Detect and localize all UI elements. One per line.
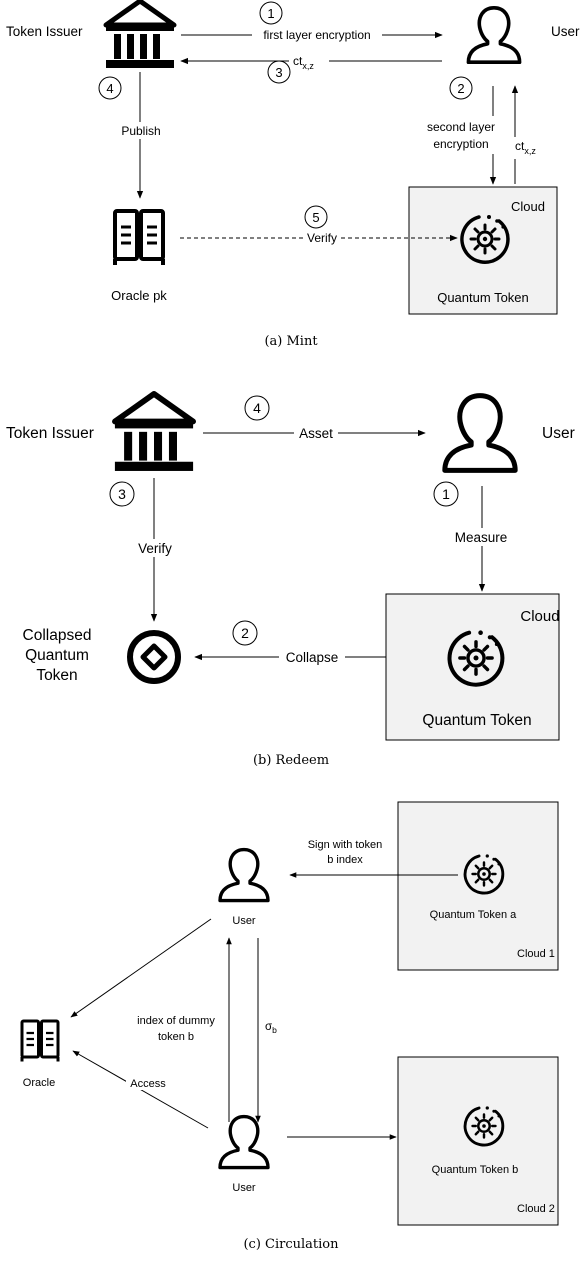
collapsed-label-2: Quantum bbox=[25, 647, 89, 664]
cloud-1-box bbox=[397, 801, 559, 971]
sigma-label: σb bbox=[265, 1021, 277, 1035]
collapsed-label-3: Token bbox=[36, 667, 77, 684]
quantum-token-label: Quantum Token bbox=[437, 290, 529, 305]
publish-label: Publish bbox=[121, 124, 160, 138]
user-bottom-icon bbox=[218, 1114, 270, 1170]
step-5-number: 5 bbox=[312, 210, 319, 225]
step-2-marker bbox=[449, 76, 473, 100]
step-2-number: 2 bbox=[457, 81, 464, 96]
verify-label: Verify bbox=[138, 541, 172, 556]
quantum-token-a-label: Quantum Token a bbox=[430, 909, 518, 921]
first-layer-label: first layer encryption bbox=[263, 28, 370, 42]
oracle-label: Oracle bbox=[23, 1077, 55, 1089]
collapse-label: Collapse bbox=[286, 650, 339, 665]
caption-mint: (a) Mint bbox=[264, 334, 318, 349]
step-1-marker bbox=[433, 481, 459, 507]
step-3-number: 3 bbox=[118, 486, 126, 502]
user-top-label: User bbox=[232, 915, 256, 927]
user-top-icon bbox=[218, 847, 270, 903]
step-1-marker bbox=[259, 1, 283, 25]
bank-icon bbox=[115, 394, 193, 471]
user-label: User bbox=[542, 425, 575, 442]
step-4-marker bbox=[98, 76, 122, 100]
verify-label: Verify bbox=[307, 231, 337, 245]
top-user-oracle-arrow bbox=[70, 918, 212, 1018]
sign-label-2: b index bbox=[327, 854, 363, 866]
quantum-token-b-label: Quantum Token b bbox=[432, 1164, 519, 1176]
step-5-marker bbox=[304, 205, 328, 229]
cloud-2-label: Cloud 2 bbox=[517, 1203, 555, 1215]
collapsed-label-1: Collapsed bbox=[23, 627, 92, 644]
oracle-icon bbox=[20, 1019, 60, 1063]
step-3-marker bbox=[267, 60, 291, 84]
token-issuer-label: Token Issuer bbox=[6, 425, 94, 442]
index-label-2: token b bbox=[158, 1031, 194, 1043]
user-bottom-label: User bbox=[232, 1182, 256, 1194]
index-label-1: index of dummy bbox=[137, 1015, 215, 1027]
measure-label: Measure bbox=[455, 530, 508, 545]
ct-label: ctx,z bbox=[293, 54, 314, 71]
step-3-number: 3 bbox=[275, 65, 282, 80]
user-label: User bbox=[551, 24, 580, 39]
step-2-marker bbox=[232, 620, 258, 646]
cloud-2-box bbox=[397, 1056, 559, 1226]
second-layer-label-2: encryption bbox=[433, 137, 488, 151]
step-4-number: 4 bbox=[253, 400, 261, 416]
asset-label: Asset bbox=[299, 426, 333, 441]
step-2-number: 2 bbox=[241, 625, 249, 641]
bank-icon bbox=[106, 1, 174, 68]
panel-mint: Cloud Quantum Token Token Issuer User fi… bbox=[6, 1, 580, 349]
step-3-marker bbox=[109, 481, 135, 507]
panel-redeem: Cloud Quantum Token Token Issuer User As… bbox=[6, 394, 575, 768]
token-issuer-label: Token Issuer bbox=[6, 24, 83, 39]
user-icon bbox=[445, 396, 515, 471]
step-4-number: 4 bbox=[106, 81, 113, 96]
cloud-box bbox=[408, 186, 558, 315]
caption-redeem: (b) Redeem bbox=[253, 753, 329, 768]
second-layer-label-1: second layer bbox=[427, 120, 495, 134]
user-icon bbox=[466, 6, 522, 65]
cloud-1-label: Cloud 1 bbox=[517, 948, 555, 960]
access-label: Access bbox=[130, 1078, 166, 1090]
collapsed-token-icon bbox=[130, 633, 178, 681]
caption-circulation: (c) Circulation bbox=[243, 1237, 339, 1252]
sign-label-1: Sign with token bbox=[308, 839, 383, 851]
ct-up-label: ctx,z bbox=[515, 139, 536, 156]
panel-circulation: Quantum Token a Cloud 1 Quantum Token b … bbox=[20, 801, 559, 1252]
cloud-label: Cloud bbox=[520, 608, 559, 625]
quantum-token-label: Quantum Token bbox=[422, 712, 531, 729]
oracle-pk-label: Oracle pk bbox=[111, 288, 167, 303]
oracle-icon bbox=[113, 209, 165, 267]
step-1-number: 1 bbox=[267, 6, 274, 21]
cloud-label: Cloud bbox=[511, 199, 545, 214]
step-4-marker bbox=[244, 395, 270, 421]
step-1-number: 1 bbox=[442, 486, 450, 502]
